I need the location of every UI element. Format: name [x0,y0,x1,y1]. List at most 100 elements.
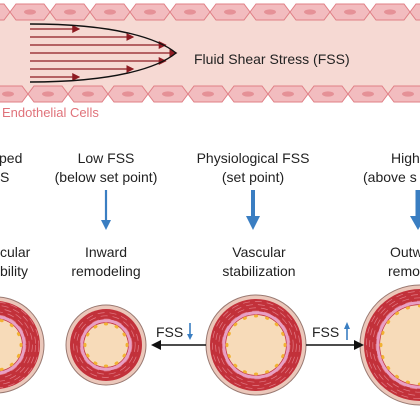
fss-label: Fluid Shear Stress (FSS) [194,51,350,67]
low-outcome-line1: Inward [85,244,127,260]
endothelial-nucleus [281,354,285,359]
cell-nucleus [384,9,396,15]
endothelial-nucleus [417,382,420,386]
low-heading-line2: (below set point) [55,169,158,185]
left-outcome-line2: bility [0,263,28,279]
endothelial-nucleus [103,322,109,326]
endothelial-nucleus [386,366,391,370]
cell-nucleus [322,91,334,97]
high-down-arrow-icon [410,216,420,230]
fss-increase-marker: FSS [306,322,364,350]
smooth-muscle-layer [221,310,291,380]
endothelial-nucleus [265,370,270,374]
endothelial-nucleus [122,353,126,358]
endothelial-nucleus [386,320,391,324]
endothelial-nucleus [417,304,420,308]
endothelial-nucleus [0,367,4,371]
cell-nucleus [202,91,214,97]
intima-ring [222,311,290,379]
endothelial-nucleus [227,354,231,359]
endothelial-nucleus [274,322,279,327]
flow-velocity-arrows [30,25,178,81]
column-left-partial: ped S cular bility [0,150,31,279]
endothelial-nucleus [114,325,119,329]
endothelial-nucleus [242,316,247,320]
endothelial-nucleus [405,380,410,384]
endothelial-nucleus [381,330,385,335]
column-high-partial: High (above s Outw remo [363,150,420,279]
smooth-muscle-layer [369,294,420,396]
cell-nucleus [122,91,134,97]
left-heading-line1: ped [0,150,22,166]
endothelial-nucleus [122,332,126,337]
cell-nucleus [264,9,276,15]
cell-nucleus [24,9,36,15]
smooth-muscle-layer [0,302,40,388]
endothelial-nucleus [86,353,90,358]
high-outcome-line2: remo [388,263,420,279]
lumen [0,319,22,371]
smooth-muscle-layer [76,315,136,375]
smooth-muscle-layer [212,301,300,389]
smooth-muscle-layer [0,311,30,379]
lumen [226,315,286,375]
smooth-muscle-layer [0,305,36,385]
cell-nucleus [344,9,356,15]
endothelial-nucleus [227,331,231,336]
high-heading-line2: (above s [363,169,417,185]
low-outcome-line2: remodeling [71,263,140,279]
endothelial-nucleus [86,332,90,337]
endothelial-cells-bottom [0,85,420,103]
endothelial-nucleus [265,316,270,320]
phys-outcome-line1: Vascular [232,244,286,260]
smooth-muscle-layer [0,308,33,382]
endothelial-nucleus [16,353,21,358]
intima-ring [80,319,132,371]
smooth-muscle-layer [215,304,297,386]
endothelial-cells-top [0,3,420,21]
cell-nucleus [242,91,254,97]
endothelial-nucleus [281,331,285,336]
endothelial-nucleus [395,311,399,316]
fss-up-arrow-icon [344,322,350,329]
fss-increase-label: FSS [312,324,339,340]
endothelial-nucleus [9,362,14,367]
fss-decrease-label: FSS [156,324,183,340]
cell-nucleus [82,91,94,97]
endothelial-nucleus [242,370,247,374]
smooth-muscle-layer [79,318,133,372]
endothelial-nucleus [253,372,259,376]
lumen [84,323,128,367]
cell-nucleus [2,91,14,97]
endothelial-nucleus [16,332,21,337]
cell-nucleus [282,91,294,97]
endothelial-nucleus [125,342,129,348]
low-down-arrow-icon [101,220,111,230]
smooth-muscle-layer [218,307,294,383]
endothelial-nucleus [19,342,23,348]
endothelial-cell [409,3,420,21]
high-heading-line1: High [391,150,420,166]
endothelial-nucleus [0,319,4,323]
endothelial-nucleus [83,342,87,348]
endothelial-nucleus [103,364,109,368]
cell-nucleus [42,91,54,97]
endothelial-cells-label: Endothelial Cells [2,105,99,120]
intima-ring [0,315,26,375]
cell-nucleus [304,9,316,15]
endothelial-nucleus [395,374,399,379]
cell-nucleus [224,9,236,15]
high-outcome-line1: Outw [390,244,420,260]
column-low-fss: Low FSS (below set point) Inward remodel… [55,150,158,279]
vessel-cross-section-inward [65,304,147,386]
endothelial-nucleus [9,323,14,328]
cell-nucleus [144,9,156,15]
endothelial-nucleus [253,314,259,318]
cell-nucleus [402,91,414,97]
endothelial-nucleus [379,342,383,348]
phys-heading-line2: (set point) [222,169,284,185]
endothelial-nucleus [283,342,287,348]
flow-profile-curve [29,23,178,83]
